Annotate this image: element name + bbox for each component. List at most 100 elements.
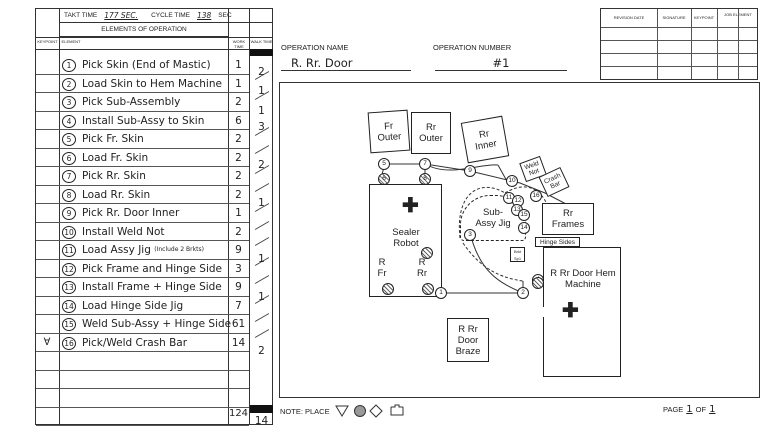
walk-stroke xyxy=(254,313,270,322)
page-total: 1 xyxy=(709,404,716,415)
work-time-column-header: WORK TIME xyxy=(232,39,246,49)
element-number: 9 xyxy=(62,207,76,220)
quality-check-icon xyxy=(532,277,544,289)
step-marker-9: 9 xyxy=(464,165,476,177)
element-description: Install Sub-Assy to Skin xyxy=(82,115,228,127)
element-text: Load Assy Jig xyxy=(82,244,151,256)
rr-inner-label: Rr Inner xyxy=(474,127,498,153)
rr-outer-station: Rr Outer xyxy=(411,112,451,154)
element-number: 15 xyxy=(62,318,76,331)
bracket-station: Brkt Sp1 xyxy=(510,247,525,262)
step-marker-14: 14 xyxy=(518,222,530,234)
element-number: 3 xyxy=(62,96,76,109)
work-time-value: 7 xyxy=(235,299,242,312)
element-number: 14 xyxy=(62,299,76,313)
cycle-time-value: 138 xyxy=(196,11,212,20)
rr-inner-station: Rr Inner xyxy=(460,115,510,164)
empty-row xyxy=(36,408,249,426)
step-marker-2: 2 xyxy=(517,287,529,299)
walk-stroke xyxy=(254,329,270,338)
cycle-time-label: CYCLE TIME xyxy=(151,12,190,19)
walk-stroke xyxy=(254,221,270,230)
element-description: Load Rr. Skin xyxy=(82,189,228,201)
work-time-value: 6 xyxy=(235,114,242,127)
element-description: Load Fr. Skin xyxy=(82,152,228,164)
work-time-value: 9 xyxy=(235,244,242,256)
hem-machine-label: R Rr Door Hem Machine xyxy=(550,268,616,290)
work-time-value: 1 xyxy=(235,207,242,219)
of-label: OF xyxy=(695,405,707,414)
element-number: 10 xyxy=(62,225,76,239)
operation-number-value: #1 xyxy=(435,56,567,71)
keypoint-column-header: KEYPOINT xyxy=(37,39,58,44)
signature-header: SIGNATURE xyxy=(662,15,686,20)
work-time-value: 1 xyxy=(235,59,242,71)
operation-number-label: OPERATION NUMBER xyxy=(433,43,512,52)
work-time-value: 2 xyxy=(235,225,242,238)
element-number: 16 xyxy=(62,336,76,350)
empty-row xyxy=(36,371,249,389)
crash-bar-label: Crash Bar xyxy=(543,171,562,191)
walk-time-total: 14 xyxy=(254,415,269,427)
element-text: Install Weld Not xyxy=(82,225,165,238)
keypoint-header: KEYPOINT xyxy=(693,15,715,20)
element-column-header: ELEMENT xyxy=(61,39,81,44)
element-number: 2 xyxy=(62,77,76,91)
walk-stroke xyxy=(254,275,270,284)
fr-outer-station: Fr Outer xyxy=(367,109,411,154)
element-text: Pick/Weld Crash Bar xyxy=(82,336,188,349)
job-element-header: JOB ELEMENT xyxy=(724,12,752,17)
element-text: Pick Sub-Assembly xyxy=(82,96,181,108)
rr-frames-label: Rr Frames xyxy=(551,208,585,230)
element-text: Pick Frame and Hinge Side xyxy=(82,262,222,275)
legend-symbols xyxy=(334,404,404,418)
fr-outer-label: Fr Outer xyxy=(377,120,402,144)
time-header: TAKT TIME 177 SEC. CYCLE TIME 138 SEC xyxy=(60,9,272,23)
bracket-label: Brkt Sp1 xyxy=(513,248,522,261)
empty-row xyxy=(36,389,249,408)
keypoint-mark: ∀ xyxy=(43,336,51,348)
element-number: 7 xyxy=(62,170,76,183)
subassy-jig-label: Sub-Assy Jig xyxy=(475,207,511,229)
element-text: Load Skin to Hem Machine xyxy=(82,77,222,90)
walk-time-value: 1 xyxy=(258,85,265,97)
walk-stroke xyxy=(254,183,270,192)
element-description: Install Weld Not xyxy=(82,226,228,238)
hinge-sides-label: Hinge Sides xyxy=(539,238,576,246)
plus-icon: ✚ xyxy=(402,195,419,217)
step-marker-5: 5 xyxy=(378,158,390,170)
element-description: Pick Frame and Hinge Side xyxy=(82,263,228,275)
element-number: 1 xyxy=(62,59,76,72)
element-description: Pick Skin (End of Mastic) xyxy=(82,59,228,71)
door-braze-station: R Rr Door Braze xyxy=(447,318,489,362)
step-marker-8: 8 xyxy=(419,173,431,185)
element-text: Pick Rr. Door Inner xyxy=(82,207,180,219)
door-braze-label: R Rr Door Braze xyxy=(455,323,481,357)
operation-name-value: R. Rr. Door xyxy=(281,56,411,71)
element-text: Weld Sub-Assy + Hinge Side xyxy=(82,318,232,330)
note-label: NOTE: PLACE xyxy=(280,406,330,416)
note-legend: NOTE: PLACE xyxy=(280,404,404,418)
operation-name-label: OPERATION NAME xyxy=(281,43,349,52)
table-row: 10 Install Weld Not 2 xyxy=(36,223,249,241)
element-description: Weld Sub-Assy + Hinge Side xyxy=(82,318,232,330)
element-text: Pick Fr. Skin xyxy=(82,133,144,145)
element-description: Load Assy Jig (Include 2 Brkts) xyxy=(82,244,228,256)
step-marker-6: 6 xyxy=(378,173,390,185)
element-description: Load Skin to Hem Machine xyxy=(82,78,228,90)
rr-outer-label: Rr Outer xyxy=(419,122,443,144)
element-number: 4 xyxy=(62,114,76,128)
plus-icon: ✚ xyxy=(562,300,579,322)
table-row: 9 Pick Rr. Door Inner 1 xyxy=(36,204,249,223)
walk-time-value: 1 xyxy=(258,253,265,265)
elements-table: TAKT TIME 177 SEC. CYCLE TIME 138 SEC EL… xyxy=(35,8,273,427)
quality-check-icon xyxy=(422,283,434,295)
